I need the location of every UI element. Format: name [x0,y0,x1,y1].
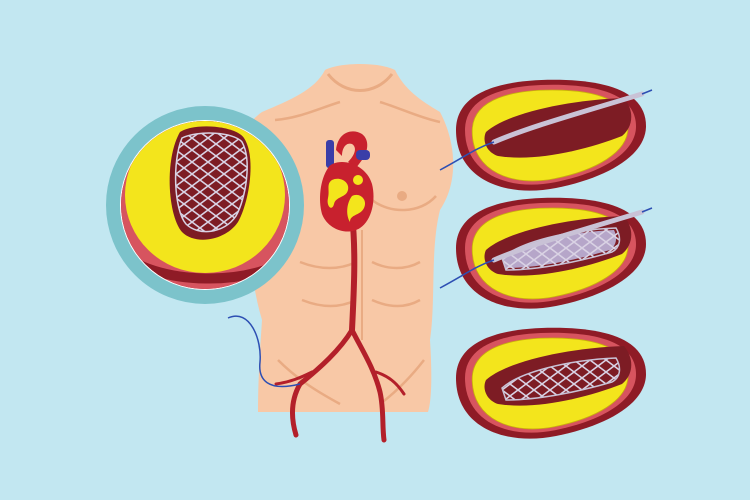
catheter [491,209,645,263]
magnified-stent [174,132,248,233]
groin-left [277,359,341,406]
clavicle-right [379,100,441,124]
guidewire [439,207,653,289]
branch-left [274,370,314,386]
guidewire-entry [227,315,301,388]
vessel-stage-guidewire-insertion [439,79,653,191]
abs-line-2 [371,260,421,270]
torso-body [235,64,454,412]
pectoral-line [371,195,437,212]
neck-shadow [326,73,394,92]
pulmonary-artery [356,150,370,160]
catheter [491,91,645,145]
coronary-fat-2 [347,194,366,222]
nipple [397,191,407,201]
aorta [349,212,358,333]
vessel-stage-stent-deployed [456,327,646,439]
abs-line-4 [371,298,421,308]
vessel-stage-balloon-expansion [439,197,653,309]
torso [235,64,454,412]
magnifier [106,106,304,304]
stent [501,357,621,401]
branch-right [374,370,406,396]
clavicle-left [274,100,341,122]
guidewire [439,89,653,171]
vena-cava [326,140,334,168]
coronary-fat-1 [327,178,349,208]
iliac-right [349,327,387,443]
coronary-fat-3 [353,175,363,185]
stent [501,227,621,271]
iliac-left [290,327,355,438]
heart [320,131,374,232]
vessel-stages [439,79,653,439]
vessel-lumen [484,98,632,158]
